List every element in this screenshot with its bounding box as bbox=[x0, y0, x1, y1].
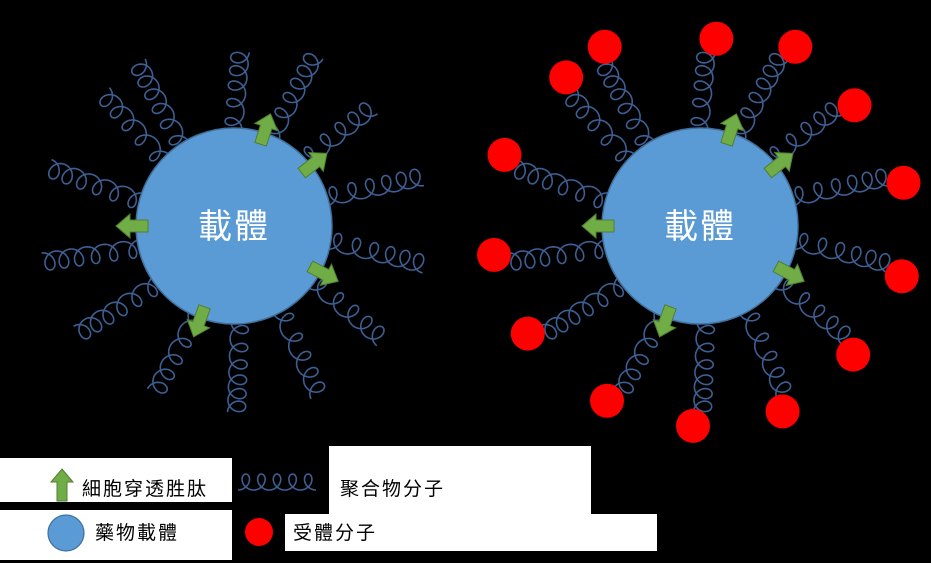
polymer-coil bbox=[731, 52, 790, 144]
receptor-dot bbox=[487, 137, 522, 172]
receptor-dot bbox=[676, 408, 710, 443]
polymer-coil bbox=[224, 51, 250, 133]
polymer-coil bbox=[73, 275, 159, 340]
cpp-arrow bbox=[297, 151, 328, 179]
receptor-dot bbox=[590, 383, 624, 418]
receptor-dot bbox=[510, 316, 545, 351]
receptor-dot bbox=[837, 88, 872, 123]
polymer-coil bbox=[271, 311, 326, 400]
carrier-label: 載體 bbox=[198, 207, 270, 247]
polymer-coil bbox=[539, 275, 625, 340]
polymer-coil bbox=[690, 51, 716, 133]
legend-label-drug-carrier: 藥物載體 bbox=[95, 522, 180, 544]
carrier-left-group: 載體 bbox=[41, 51, 425, 413]
receptor-dot bbox=[477, 237, 511, 272]
polymer-coil bbox=[48, 158, 146, 209]
polymer-coil bbox=[791, 232, 891, 274]
receptor-dot bbox=[886, 165, 921, 200]
cpp-arrow bbox=[652, 304, 677, 338]
polymer-coil bbox=[131, 58, 191, 146]
polymer-coil bbox=[565, 87, 638, 162]
receptor-dot bbox=[884, 259, 919, 294]
polymer-coil bbox=[514, 158, 612, 209]
polymer-coil bbox=[771, 278, 851, 347]
legend-box-polymer bbox=[329, 446, 591, 514]
polymer-coil bbox=[507, 238, 608, 271]
polymer-coil bbox=[325, 168, 425, 208]
cpp-arrow bbox=[581, 212, 615, 240]
polymer-coil bbox=[692, 319, 716, 413]
legend-label-polymer: 聚合物分子 bbox=[340, 478, 446, 500]
polymer-coil bbox=[226, 319, 250, 413]
polymer-coil bbox=[99, 87, 172, 162]
legend-label-receptor: 受體分子 bbox=[293, 522, 378, 544]
cpp-arrow bbox=[719, 113, 745, 147]
receptor-dot bbox=[699, 21, 734, 56]
cpp-arrow bbox=[763, 151, 794, 179]
cpp-arrow bbox=[306, 260, 339, 287]
cpp-arrow bbox=[253, 113, 279, 147]
legend-box-receptor bbox=[285, 514, 657, 551]
polymer-coil bbox=[305, 278, 385, 347]
receptor-dot bbox=[587, 29, 622, 64]
polymer-coil bbox=[597, 58, 657, 146]
legend-label-cpp: 細胞穿透胜肽 bbox=[82, 478, 209, 500]
cpp-arrow bbox=[115, 212, 149, 240]
cpp-arrow bbox=[186, 304, 211, 338]
receptor-dot bbox=[549, 60, 584, 95]
legend-box-drug-carrier bbox=[0, 510, 232, 560]
polymer-coil bbox=[265, 52, 324, 144]
receptor-dot bbox=[765, 394, 800, 429]
carrier-label: 載體 bbox=[664, 207, 736, 247]
polymer-coil bbox=[737, 311, 792, 400]
legend-box-cpp bbox=[0, 458, 232, 502]
polymer-coil bbox=[41, 238, 142, 271]
receptor-dot bbox=[836, 337, 871, 372]
polymer-coil bbox=[325, 232, 425, 274]
polymer-coil bbox=[791, 168, 891, 208]
receptor-dot bbox=[778, 29, 813, 64]
carrier-right-group: 載體 bbox=[477, 21, 921, 443]
cpp-arrow bbox=[772, 260, 805, 287]
